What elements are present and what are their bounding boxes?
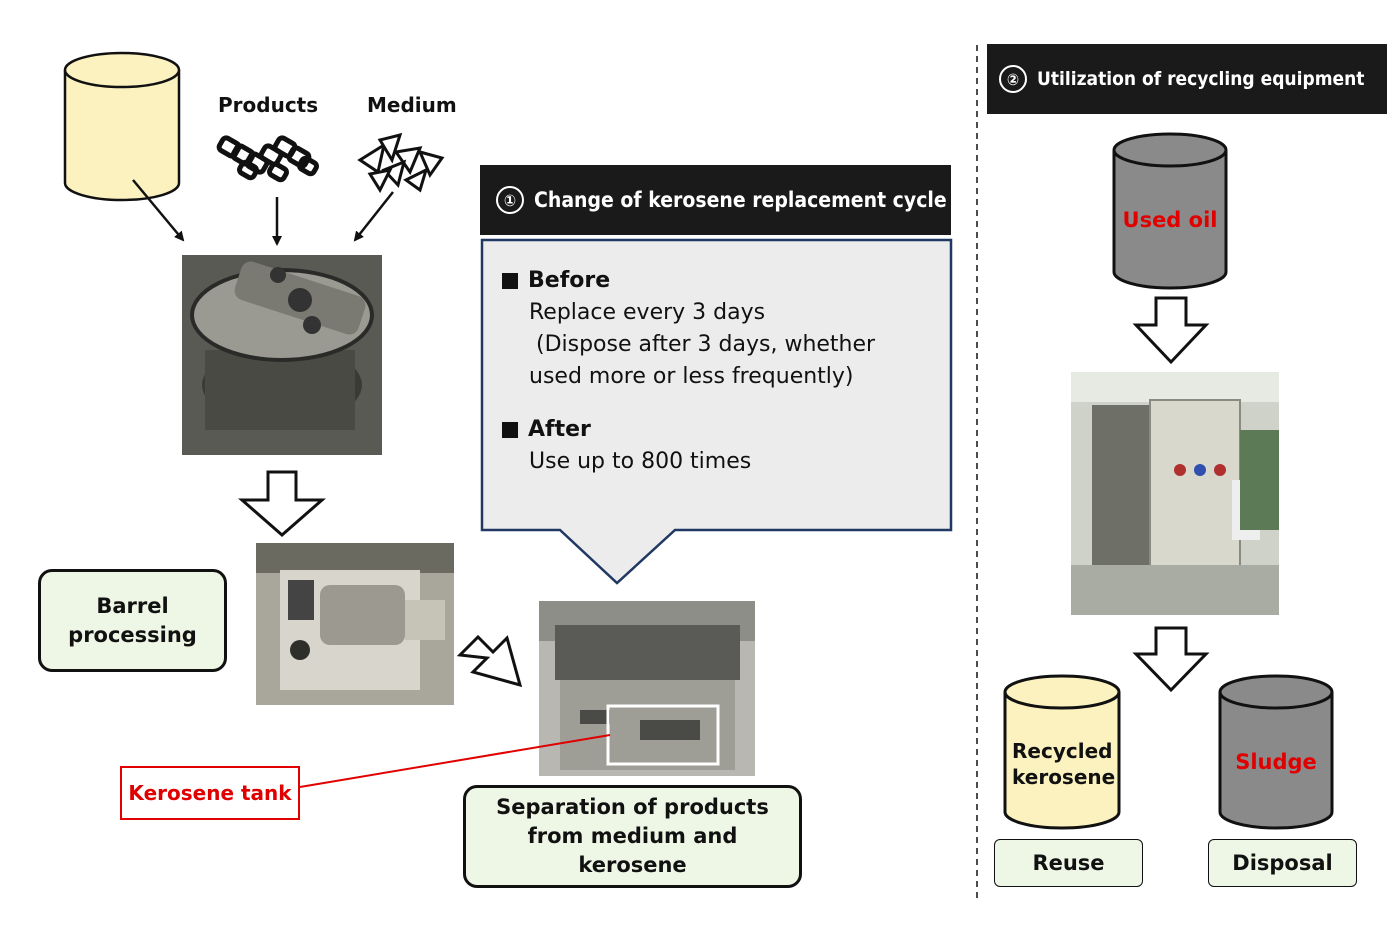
section1-header: ① Change of kerosene replacement cycle bbox=[480, 165, 951, 235]
before-details: Replace every 3 days (Dispose after 3 da… bbox=[529, 297, 942, 393]
disposal-label: Disposal bbox=[1232, 851, 1333, 875]
hollow-arrow-diagonal bbox=[456, 634, 523, 688]
barrel-processing-label: Barrel processing bbox=[68, 593, 197, 647]
section1-number: ① bbox=[496, 186, 524, 214]
medium-label: Medium bbox=[367, 93, 457, 117]
kerosene-tank-leader bbox=[299, 734, 611, 788]
reuse-box: Reuse bbox=[994, 839, 1143, 887]
section1-title: Change of kerosene replacement cycle bbox=[534, 188, 947, 212]
used-oil-drum bbox=[1112, 132, 1228, 290]
barrel-top-photo bbox=[182, 255, 382, 455]
recycled-kerosene-text: Recycled kerosene bbox=[1012, 739, 1116, 789]
products-icon bbox=[216, 135, 319, 183]
before-heading-text: Before bbox=[528, 268, 611, 293]
sludge-label: Sludge bbox=[1235, 750, 1317, 774]
recycled-kerosene-label: Recycled kerosene bbox=[1005, 738, 1119, 790]
used-oil-label: Used oil bbox=[1122, 208, 1218, 232]
after-details: Use up to 800 times bbox=[529, 446, 942, 478]
recycling-equipment-photo bbox=[1071, 372, 1279, 615]
section2-title: Utilization of recycling equipment bbox=[1037, 68, 1365, 90]
reuse-label: Reuse bbox=[1032, 851, 1105, 875]
before-line-3: used more or less frequently) bbox=[529, 364, 854, 389]
separation-box: Separation of products from medium and k… bbox=[463, 785, 802, 888]
hollow-arrow-down-3 bbox=[1132, 626, 1210, 693]
bullet-square-icon bbox=[502, 272, 518, 289]
before-heading: Before bbox=[502, 268, 942, 293]
after-heading: After bbox=[502, 417, 942, 442]
hollow-arrow-down-1 bbox=[238, 470, 326, 537]
input-arrows bbox=[132, 179, 394, 246]
recycled-kerosene-drum bbox=[1003, 674, 1121, 830]
after-line-1: Use up to 800 times bbox=[529, 449, 752, 474]
sludge-drum bbox=[1218, 674, 1334, 830]
kerosene-tank-label: Kerosene tank bbox=[128, 781, 292, 805]
products-label: Products bbox=[218, 93, 319, 117]
barrel-machine-photo bbox=[256, 543, 454, 705]
disposal-box: Disposal bbox=[1208, 839, 1357, 887]
medium-icon bbox=[357, 132, 445, 194]
hollow-arrow-down-2 bbox=[1132, 296, 1210, 365]
kerosene-tank-box: Kerosene tank bbox=[120, 766, 300, 820]
separation-machine-photo bbox=[539, 601, 755, 776]
barrel-processing-box: Barrel processing bbox=[38, 569, 227, 672]
callout-content: Before Replace every 3 days (Dispose aft… bbox=[502, 268, 942, 478]
separation-label: Separation of products from medium and k… bbox=[496, 795, 769, 877]
bullet-square-icon bbox=[502, 421, 518, 438]
callout-box bbox=[480, 238, 953, 585]
before-line-1: Replace every 3 days bbox=[529, 300, 766, 325]
section2-header: ② Utilization of recycling equipment bbox=[987, 44, 1387, 114]
after-heading-text: After bbox=[528, 417, 591, 442]
before-line-2: (Dispose after 3 days, whether bbox=[529, 332, 876, 357]
section2-number: ② bbox=[999, 65, 1027, 93]
kerosene-drum bbox=[63, 51, 181, 202]
